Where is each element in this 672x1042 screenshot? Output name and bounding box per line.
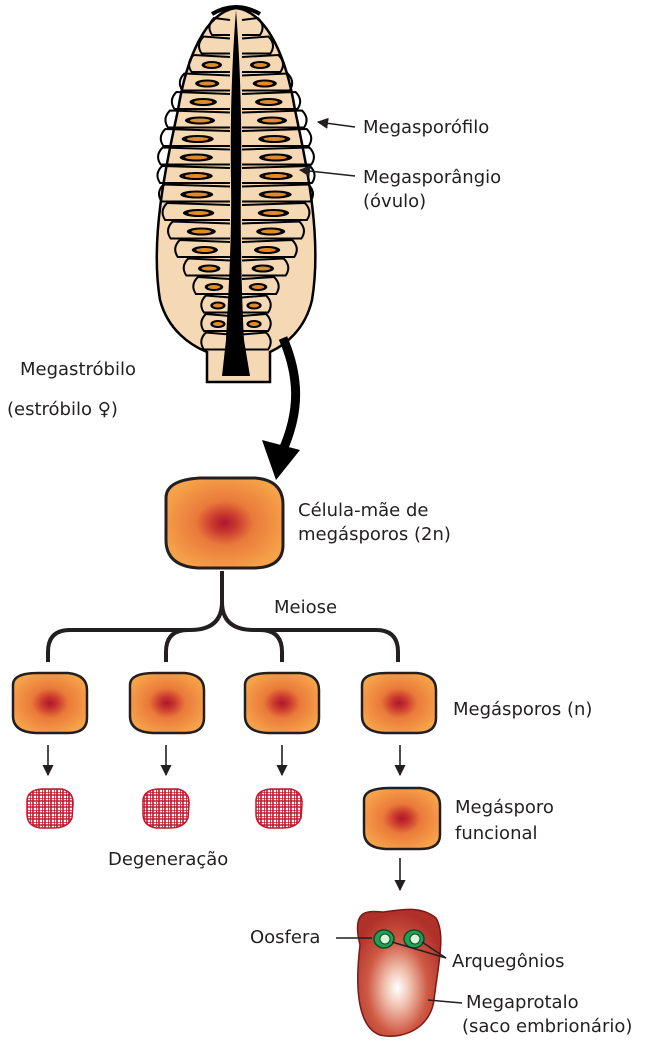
functional-megaspore	[364, 788, 440, 849]
megaspores-row	[13, 673, 436, 733]
label-saco-embrionario: (saco embrionário)	[462, 1015, 632, 1039]
ovule-core	[253, 63, 267, 67]
ovule-core	[264, 137, 285, 141]
label-meiose: Meiose	[274, 596, 337, 620]
ovule-core	[187, 137, 208, 141]
megaspore	[130, 673, 204, 733]
degenerated-megaspore	[27, 789, 73, 828]
ovule-core	[263, 211, 284, 215]
megastrobilus-cone	[157, 7, 316, 382]
ovule-core	[260, 100, 278, 104]
ovule-core	[213, 322, 223, 326]
label-megaprotalo: Megaprotalo	[466, 991, 579, 1015]
ovule-core	[255, 267, 270, 271]
meiosis-bracket	[48, 571, 398, 662]
label-megasporofilo: Megasporófilo	[363, 116, 489, 140]
degenerated-megaspore	[256, 789, 302, 828]
label-funcional: funcional	[455, 822, 538, 846]
label-celula-mae: Célula-mãe de	[298, 499, 428, 523]
megaspore	[245, 673, 319, 733]
curved-arrow-head	[262, 440, 300, 480]
ovule-core	[205, 63, 219, 67]
ovule-core	[185, 174, 207, 178]
label-megasporangio: Megasporângio	[363, 166, 501, 190]
megaspore	[13, 673, 87, 733]
ovule-core	[262, 119, 282, 123]
ovule-core	[185, 156, 207, 160]
label-megasporos-n: Megásporos (n)	[453, 698, 592, 722]
ovule-core	[188, 211, 209, 215]
ovule-core	[249, 322, 259, 326]
megaprothallus	[357, 909, 440, 1036]
ovule-core	[213, 304, 223, 308]
ovule-core	[258, 248, 275, 252]
label-megasporo: Megásporo	[455, 796, 554, 820]
label-arquegonios: Arquegônios	[452, 950, 565, 974]
label-ovulo: (óvulo)	[363, 190, 426, 214]
ovule-core	[196, 248, 213, 252]
label-estrobilo: (estróbilo ♀)	[7, 398, 118, 422]
degenerated-megaspore	[143, 789, 189, 828]
label-megasporos-2n: megásporos (2n)	[298, 523, 451, 547]
curved-arrow	[282, 338, 296, 452]
ovule-core	[257, 82, 273, 86]
ovule-core	[249, 304, 259, 308]
degenerated-cells	[27, 789, 302, 828]
ovule-core	[190, 119, 210, 123]
ovule-core	[192, 230, 211, 234]
megaspore-mother-cell	[166, 478, 283, 568]
label-oosfera: Oosfera	[250, 926, 320, 950]
ovule-core	[265, 174, 287, 178]
ovule-core	[264, 193, 286, 197]
ovule-core	[202, 267, 217, 271]
label-megastrobilo: Megastróbilo	[20, 358, 136, 382]
label-degeneracao: Degeneração	[108, 848, 228, 872]
pointer-lines	[300, 122, 462, 1003]
ovule-core	[194, 100, 212, 104]
megaspore	[362, 673, 436, 733]
ovule-core	[261, 230, 280, 234]
ovule-core	[186, 193, 208, 197]
ovule-core	[199, 82, 215, 86]
ovule-core	[265, 156, 287, 160]
ovule-core	[208, 285, 220, 289]
ovule-core	[252, 285, 264, 289]
